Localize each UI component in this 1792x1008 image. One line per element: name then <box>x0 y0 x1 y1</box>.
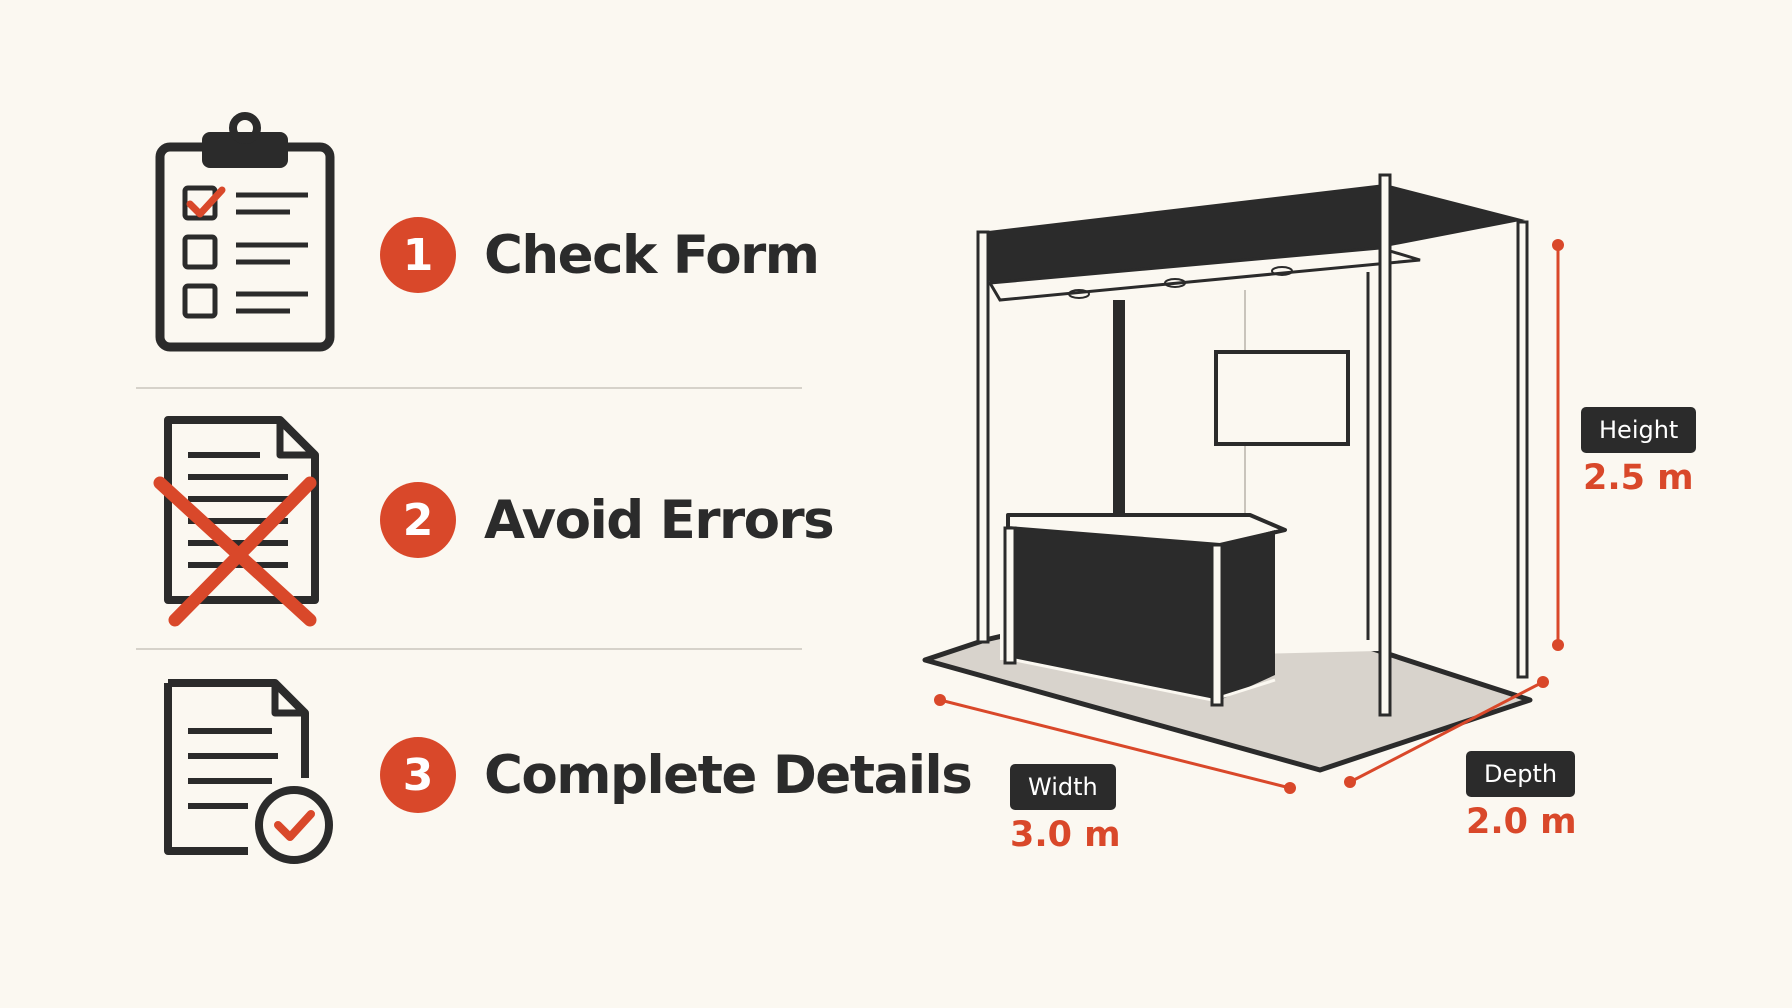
booth-post <box>1378 173 1392 717</box>
ceiling-light <box>1271 266 1293 276</box>
booth-post <box>976 230 990 644</box>
width-dimension-line <box>939 698 1291 790</box>
ceiling-light <box>1164 278 1186 288</box>
width-value: 3.0 m <box>1010 815 1121 855</box>
height-value: 2.5 m <box>1583 458 1694 498</box>
wall-screen <box>1214 350 1350 446</box>
step-1-label: Check Form <box>484 224 820 286</box>
booth-counter-front <box>1015 528 1212 700</box>
step-1-number: 1 <box>380 217 456 293</box>
step-2-label: Avoid Errors <box>484 489 835 551</box>
step-3-number: 3 <box>380 737 456 813</box>
document-error-icon <box>153 416 319 627</box>
width-badge: Width <box>1010 764 1116 810</box>
divider <box>136 387 802 389</box>
divider <box>136 648 802 650</box>
height-badge: Height <box>1581 407 1697 453</box>
step-2-number: 2 <box>380 482 456 558</box>
step-3: 3 Complete Details <box>380 730 973 820</box>
document-check-icon <box>164 679 333 864</box>
depth-value: 2.0 m <box>1466 802 1577 842</box>
step-3-label: Complete Details <box>484 744 973 806</box>
step-1: 1 Check Form <box>380 210 820 300</box>
clipboard-checklist-icon <box>155 112 335 352</box>
depth-badge: Depth <box>1466 751 1576 797</box>
step-2: 2 Avoid Errors <box>380 475 835 565</box>
depth-dimension-line <box>1349 680 1544 784</box>
booth-post <box>1516 220 1529 679</box>
ceiling-light <box>1068 289 1090 299</box>
